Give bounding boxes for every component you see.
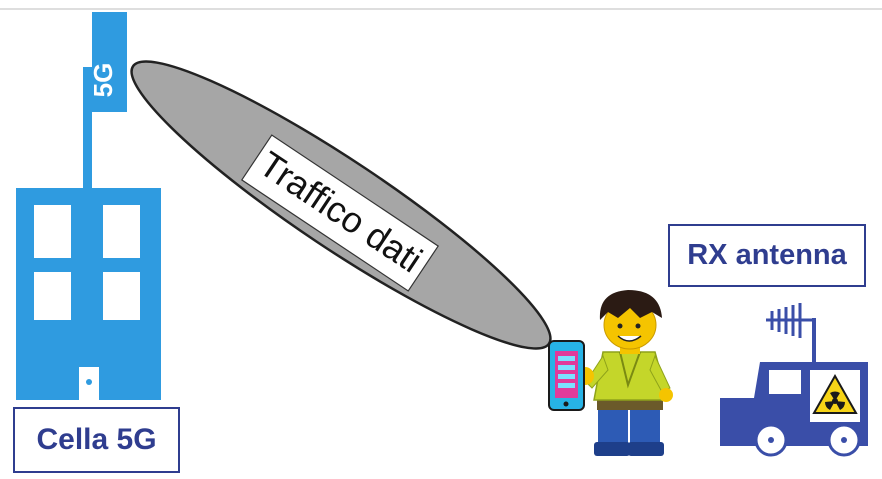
smartphone (549, 341, 584, 410)
van-wheel-hub (841, 437, 847, 443)
phone-button (564, 402, 569, 407)
phone-screen-row (558, 374, 575, 379)
figure-foot (628, 442, 664, 456)
phone-screen-row (558, 365, 575, 370)
data-beam: Traffico dati (109, 30, 574, 381)
van-wheel-hub (768, 437, 774, 443)
phone-screen-row (558, 383, 575, 388)
figure-leg (630, 405, 660, 447)
cell-5g-label: Cella 5G (13, 407, 180, 473)
rx-antenna-label: RX antenna (668, 224, 866, 287)
tower-window (34, 272, 71, 320)
figure-foot (594, 442, 630, 456)
figure-eye (636, 324, 641, 329)
tower-window (103, 205, 140, 258)
van-window (769, 370, 801, 394)
tower-door-knob (86, 379, 92, 385)
figure-eye (618, 324, 623, 329)
rx-van (720, 303, 868, 455)
phone-screen-row (558, 356, 575, 361)
user-figure (576, 290, 673, 456)
figure-hand (659, 388, 673, 402)
figure-leg (598, 405, 628, 447)
tower-window (103, 272, 140, 320)
tower-window (34, 205, 71, 258)
tower-5g-text: 5G (88, 63, 118, 98)
